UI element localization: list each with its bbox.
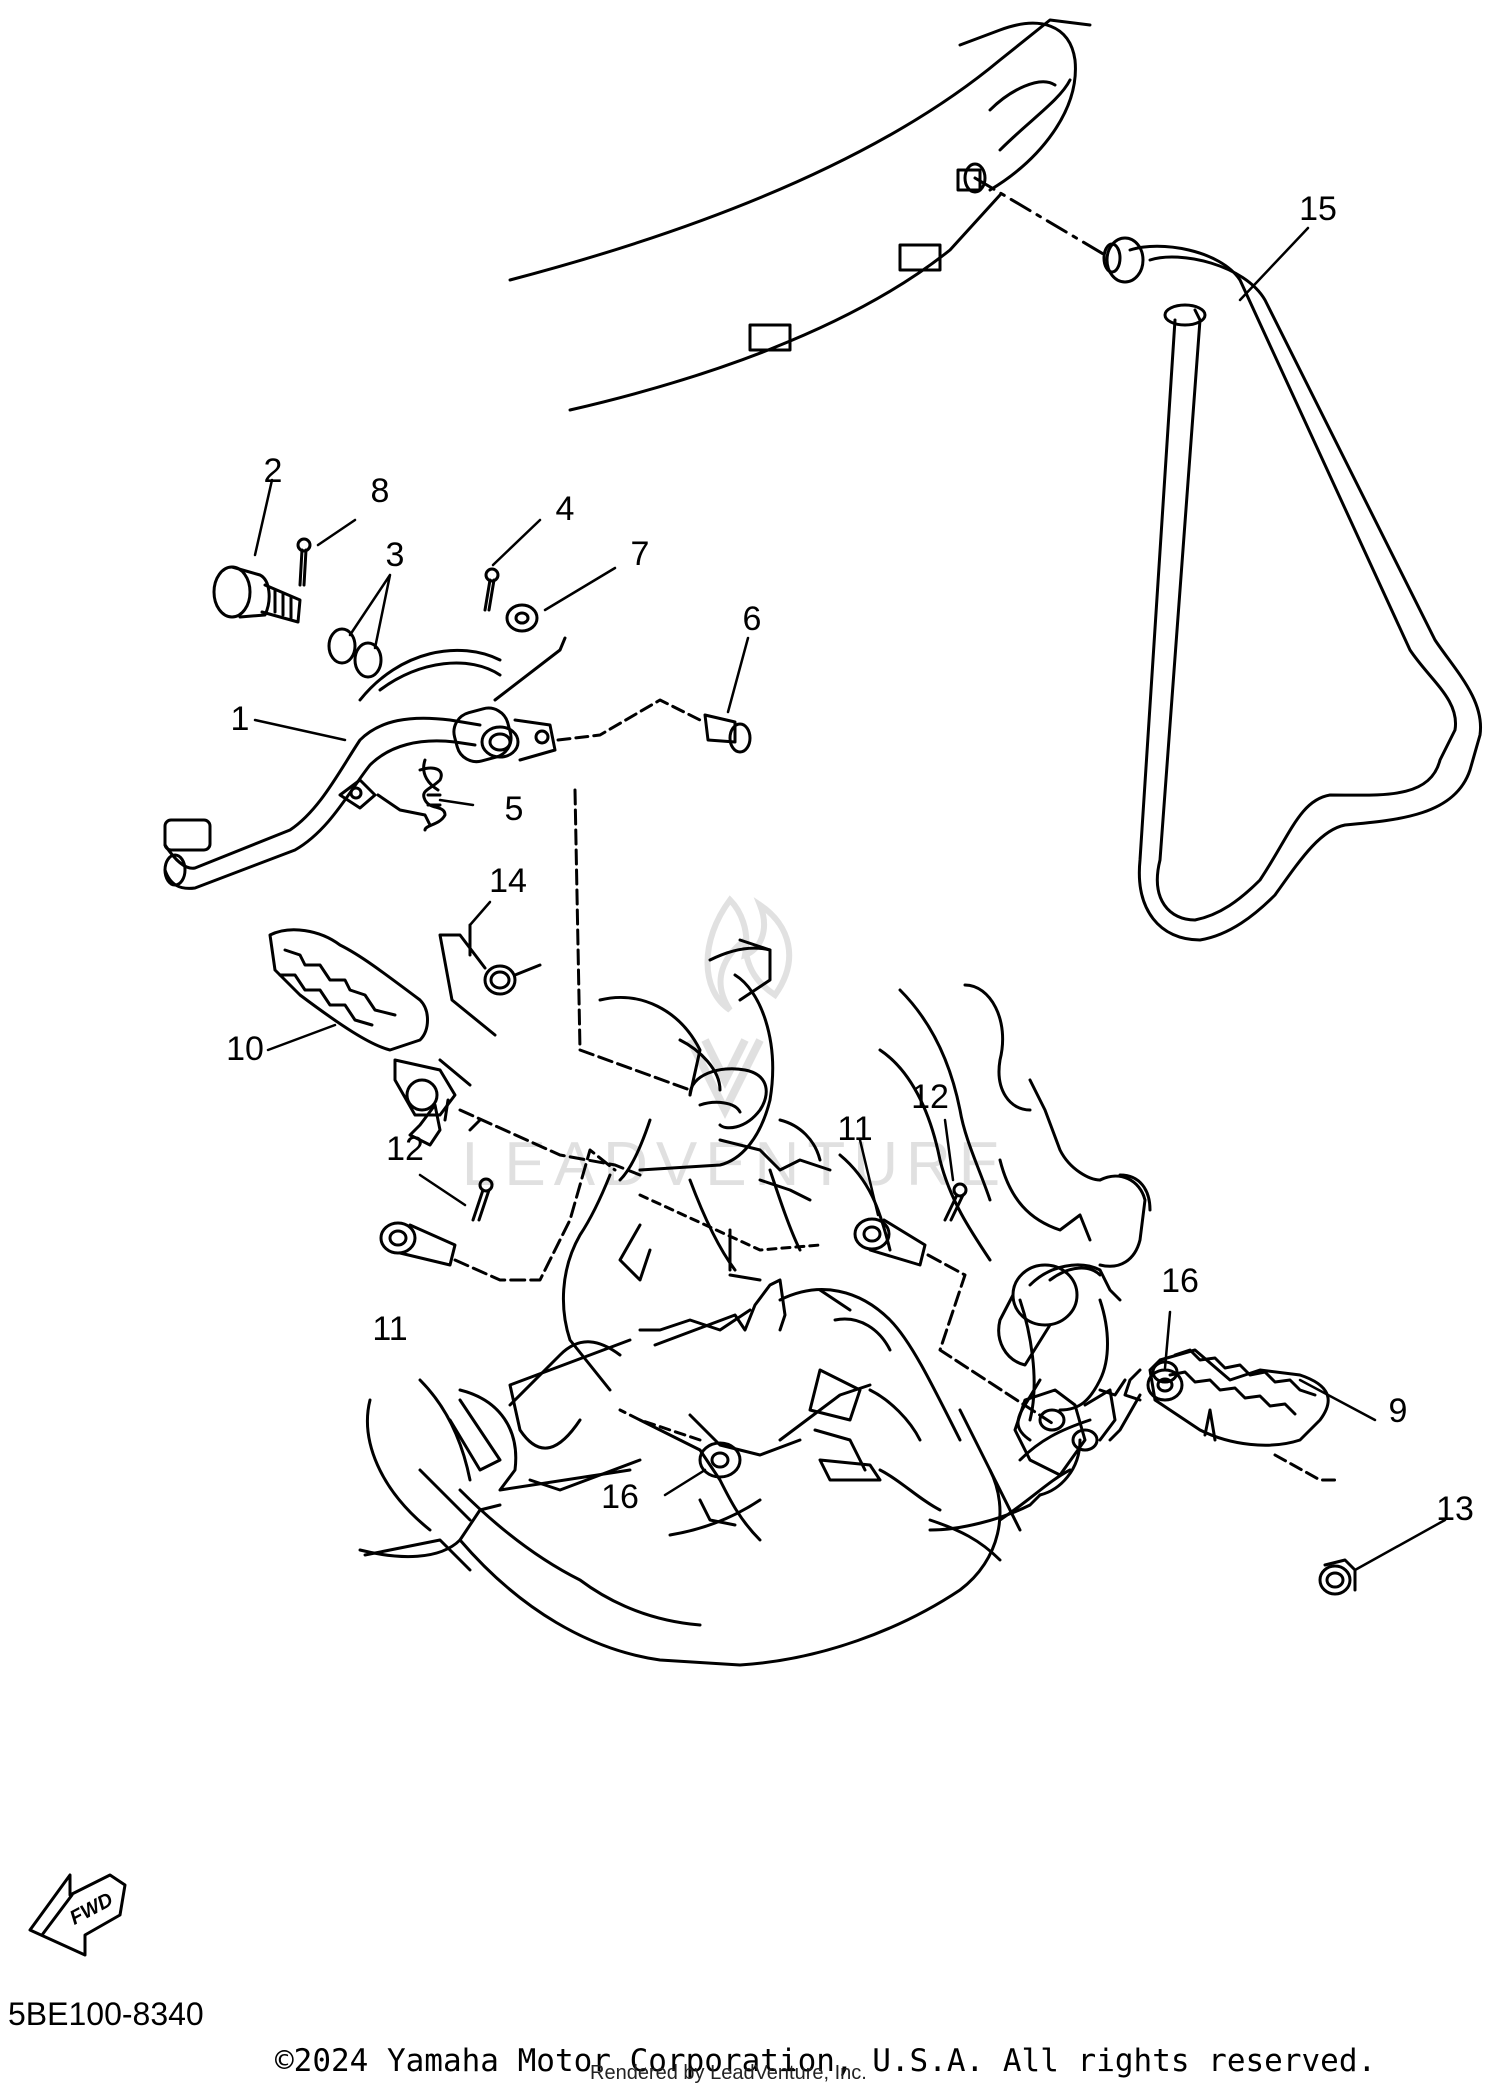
shift-pedal (163, 648, 557, 890)
torsion-spring (438, 923, 542, 1037)
callout-label: 14 (489, 862, 527, 900)
callout-label: 10 (226, 1030, 264, 1068)
callout-label: 1 (231, 700, 250, 738)
footrest-pin-11-left (379, 1148, 617, 1282)
footrest-left (268, 928, 482, 1147)
cotter-pin-12-left (471, 1177, 494, 1222)
clip (1318, 1558, 1357, 1596)
cotter-pin-4 (483, 567, 500, 612)
stand (973, 176, 1483, 942)
fwd-label: FWD (66, 1889, 117, 1930)
washer-16-right (1108, 1368, 1184, 1442)
callout-label: 12 (911, 1078, 949, 1116)
callout-label: 13 (1436, 1490, 1474, 1528)
callout-label: 2 (264, 452, 283, 490)
footrest-bracket-right (1013, 1388, 1117, 1477)
callout-label: 3 (386, 536, 405, 574)
callout-label: 16 (1161, 1262, 1199, 1300)
pivot-shaft (212, 565, 302, 624)
cotter-pin-12-right (943, 1182, 968, 1222)
rendered-by-notice: Rendered by LeadVenture, Inc. (590, 2062, 867, 2084)
main-frame-outline (358, 938, 1152, 1667)
callout-label: 11 (837, 1110, 872, 1148)
washer-7 (493, 603, 567, 702)
watermark-v-icon (686, 1038, 764, 1119)
watermark-text: LEADVENTURE (462, 1130, 1008, 1199)
watermark-logo-icon (704, 895, 793, 1013)
callout-label: 11 (372, 1310, 407, 1348)
callout-labels: 1 2 3 4 5 6 7 8 9 10 11 11 12 12 13 14 1… (226, 190, 1474, 1528)
watermark: LEADVENTURE (462, 895, 1008, 1199)
footrest-right (1123, 1348, 1342, 1482)
return-spring (376, 758, 447, 832)
footrest-pin-11-right (853, 1217, 1057, 1427)
rear-frame-outline (508, 18, 1092, 412)
leader-lines (253, 226, 1447, 1572)
pin-6 (556, 698, 752, 754)
callout-label: 16 (601, 1478, 639, 1516)
callout-label: 8 (371, 472, 390, 510)
callout-label: 7 (631, 535, 650, 573)
callout-label: 9 (1389, 1392, 1408, 1430)
callout-label: 5 (505, 790, 524, 828)
fwd-arrow-icon (28, 1873, 127, 1957)
diagram-code: 5BE100-8340 (8, 1996, 204, 2032)
cotter-pin-8 (296, 537, 312, 587)
callout-label: 15 (1299, 190, 1337, 228)
o-rings (327, 627, 383, 679)
callout-label: 6 (743, 600, 762, 638)
callout-label: 4 (556, 490, 575, 528)
copyright-notice: ©2024 Yamaha Motor Corporation, U.S.A. A… (275, 2043, 1377, 2079)
callout-label: 12 (386, 1130, 424, 1168)
washer-16-left (618, 1408, 742, 1479)
